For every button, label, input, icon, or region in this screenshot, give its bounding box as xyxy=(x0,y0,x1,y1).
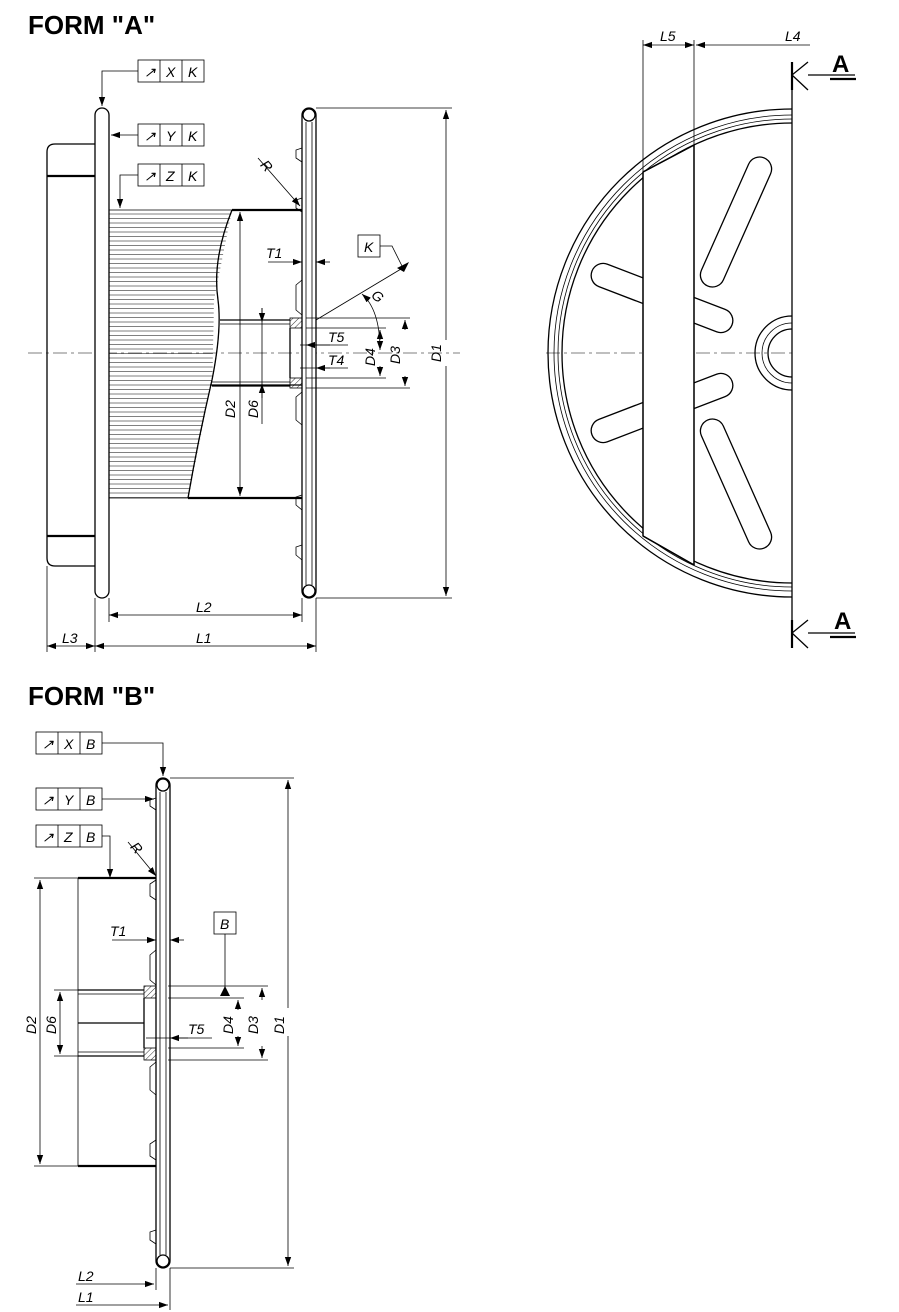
svg-text:↗: ↗ xyxy=(144,128,156,144)
form-a-right-flange xyxy=(295,107,317,599)
form-a-dim-r: R xyxy=(257,157,276,175)
form-a-dim-l1: L1 xyxy=(196,630,212,646)
form-a-dim-t5: T5 xyxy=(328,329,345,345)
view-a-section: L5 L4 A A xyxy=(546,28,856,649)
view-a-dim-l5: L5 xyxy=(660,28,676,44)
form-a-dim-d1: D1 xyxy=(428,344,444,362)
form-b-section: FORM "B" ↗ X B ↗ Y B ↗ Z B xyxy=(23,681,294,1310)
form-a-fcf-z: ↗ Z K xyxy=(116,163,205,208)
form-b-dim-l1: L1 xyxy=(78,1289,94,1305)
svg-text:↗: ↗ xyxy=(42,829,54,845)
form-a-section: FORM "A" xyxy=(28,10,460,652)
svg-text:K: K xyxy=(188,168,198,184)
form-b-flange xyxy=(149,777,171,1269)
svg-text:B: B xyxy=(220,916,229,932)
form-b-dim-d6-line xyxy=(54,989,78,1057)
svg-text:K: K xyxy=(188,128,198,144)
svg-text:A: A xyxy=(832,51,849,78)
form-b-fcf-x: ↗ X B xyxy=(35,731,167,776)
form-a-dim-d1-line xyxy=(316,107,452,599)
view-a-section-marker-top: A xyxy=(790,51,856,91)
form-a-r-leader xyxy=(257,157,301,207)
form-a-dim-d3-line xyxy=(306,317,410,389)
form-a-dim-t1-line xyxy=(268,254,330,268)
svg-text:Y: Y xyxy=(64,792,75,808)
form-b-dim-d4: D4 xyxy=(220,1016,236,1034)
form-a-fcf-x: ↗ X K xyxy=(98,59,205,106)
form-b-dim-d1: D1 xyxy=(271,1016,287,1034)
svg-text:↗: ↗ xyxy=(144,168,156,184)
form-b-dim-d3: D3 xyxy=(245,1016,261,1034)
view-a-dim-l4: L4 xyxy=(785,28,801,44)
form-a-dim-d4: D4 xyxy=(362,348,378,366)
form-b-dim-d2: D2 xyxy=(23,1016,39,1034)
form-b-dim-l2: L2 xyxy=(78,1268,94,1284)
form-b-title: FORM "B" xyxy=(28,681,155,711)
form-a-dim-l-lines xyxy=(46,566,317,652)
form-a-fcf-y: ↗ Y K xyxy=(111,123,205,147)
form-b-fcf-y: ↗ Y B xyxy=(35,787,154,811)
form-a-dim-d3: D3 xyxy=(387,346,403,364)
view-a-section-marker-bottom: A xyxy=(790,608,856,649)
svg-text:↗: ↗ xyxy=(42,736,54,752)
form-b-dim-r: R xyxy=(127,839,146,857)
form-a-dim-g: G xyxy=(368,287,387,306)
form-a-dim-t4: T4 xyxy=(328,352,345,368)
form-a-bore xyxy=(212,308,307,424)
form-b-dim-t5: T5 xyxy=(188,1021,205,1037)
svg-text:A: A xyxy=(834,608,851,635)
svg-text:↗: ↗ xyxy=(144,64,156,80)
form-a-winding xyxy=(108,209,233,499)
svg-text:B: B xyxy=(86,792,95,808)
form-a-hub xyxy=(46,143,95,567)
svg-text:K: K xyxy=(188,64,198,80)
svg-text:Z: Z xyxy=(63,829,73,845)
form-a-left-flange xyxy=(94,107,110,599)
svg-text:B: B xyxy=(86,736,95,752)
form-b-dim-d1-line xyxy=(170,777,294,1269)
view-a-drum-band xyxy=(642,143,695,567)
form-a-dim-l2: L2 xyxy=(196,599,212,615)
form-a-dim-d4-line xyxy=(306,327,386,379)
svg-text:B: B xyxy=(86,829,95,845)
form-a-datum-k: K xyxy=(357,234,409,272)
svg-text:X: X xyxy=(63,736,74,752)
form-b-dim-d3-line xyxy=(168,985,268,1061)
form-a-dim-d2: D2 xyxy=(222,400,238,418)
form-b-fcf-z: ↗ Z B xyxy=(35,824,114,878)
svg-text:Y: Y xyxy=(166,128,177,144)
form-a-dim-l3: L3 xyxy=(62,630,78,646)
svg-text:X: X xyxy=(165,64,176,80)
form-a-title: FORM "A" xyxy=(28,10,155,40)
form-b-dim-d4-line xyxy=(168,997,244,1049)
form-a-dim-t1: T1 xyxy=(266,245,282,261)
form-a-dim-d6: D6 xyxy=(245,400,261,418)
form-b-dim-t1: T1 xyxy=(110,923,126,939)
svg-text:↗: ↗ xyxy=(42,792,54,808)
form-a-drum xyxy=(187,208,302,500)
svg-text:K: K xyxy=(364,239,374,255)
form-b-drum xyxy=(77,876,156,1168)
form-b-r-leader xyxy=(127,841,157,877)
form-a-dim-g-line xyxy=(315,265,407,351)
svg-text:Z: Z xyxy=(165,168,175,184)
view-a-dim-l-lines xyxy=(642,40,810,172)
form-b-dim-d6: D6 xyxy=(43,1016,59,1034)
form-b-dim-l-lines xyxy=(76,1268,171,1310)
form-b-datum-b: B xyxy=(213,911,237,996)
form-b-dim-d2-line xyxy=(34,877,78,1167)
